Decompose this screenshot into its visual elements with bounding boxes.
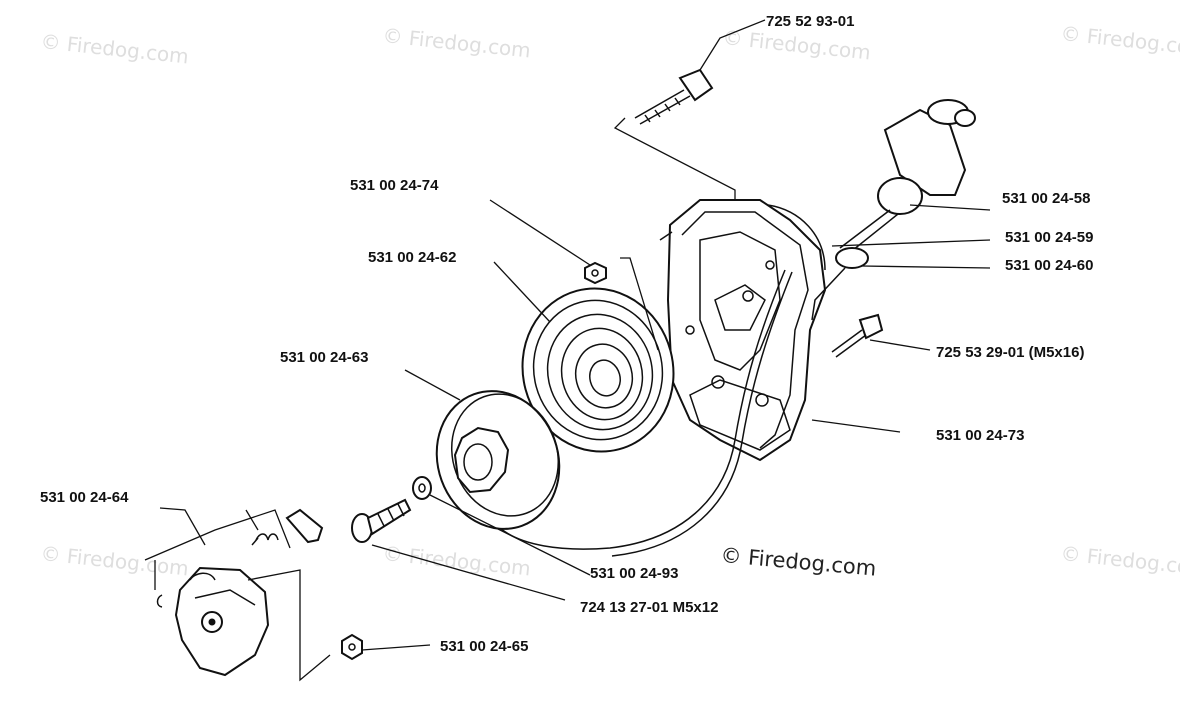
washer: [412, 476, 432, 500]
housing-bolt: [634, 68, 714, 125]
part-label: 531 00 24-59: [1005, 229, 1093, 246]
pawl: [285, 508, 324, 544]
part-label: 531 00 24-63: [280, 349, 368, 366]
part-label: 531 00 24-65: [440, 638, 528, 655]
part-label: 531 00 24-93: [590, 565, 678, 582]
part-label: 531 00 24-58: [1002, 190, 1090, 207]
starter-rope: [499, 269, 786, 550]
watermark: © Firedog.com: [1059, 541, 1180, 580]
watermark: © Firedog.com: [39, 29, 189, 68]
pawl-carrier: [156, 566, 270, 677]
watermark-center: © Firedog.com: [720, 543, 878, 581]
watermark: © Firedog.com: [721, 25, 871, 64]
part-label: 725 53 29-01 (M5x16): [936, 344, 1084, 361]
recoil-spring: [521, 287, 675, 453]
leader-lines: [144, 19, 991, 682]
watermark: © Firedog.com: [381, 541, 531, 580]
nut: [584, 261, 607, 285]
nut-lower: [341, 633, 363, 661]
starter-rope-inner: [611, 271, 793, 557]
watermark: © Firedog.com: [381, 23, 531, 62]
part-label: 531 00 24-74: [350, 177, 439, 194]
part-label: 531 00 24-64: [40, 489, 129, 506]
part-label: 724 13 27-01 M5x12: [580, 599, 718, 616]
part-label: 531 00 24-62: [368, 249, 456, 266]
part-label: 531 00 24-60: [1005, 257, 1093, 274]
part-label: 531 00 24-73: [936, 427, 1024, 444]
watermark: © Firedog.com: [1059, 21, 1180, 60]
part-label: 725 52 93-01: [766, 13, 854, 30]
starter-housing: [659, 199, 827, 462]
side-bolt: [831, 313, 884, 358]
rope-pulley: [435, 390, 561, 530]
pulley-screw: [351, 498, 412, 543]
pawl-spring: [255, 533, 279, 541]
watermark: © Firedog.com: [39, 541, 189, 580]
starter-handle: [811, 99, 976, 321]
